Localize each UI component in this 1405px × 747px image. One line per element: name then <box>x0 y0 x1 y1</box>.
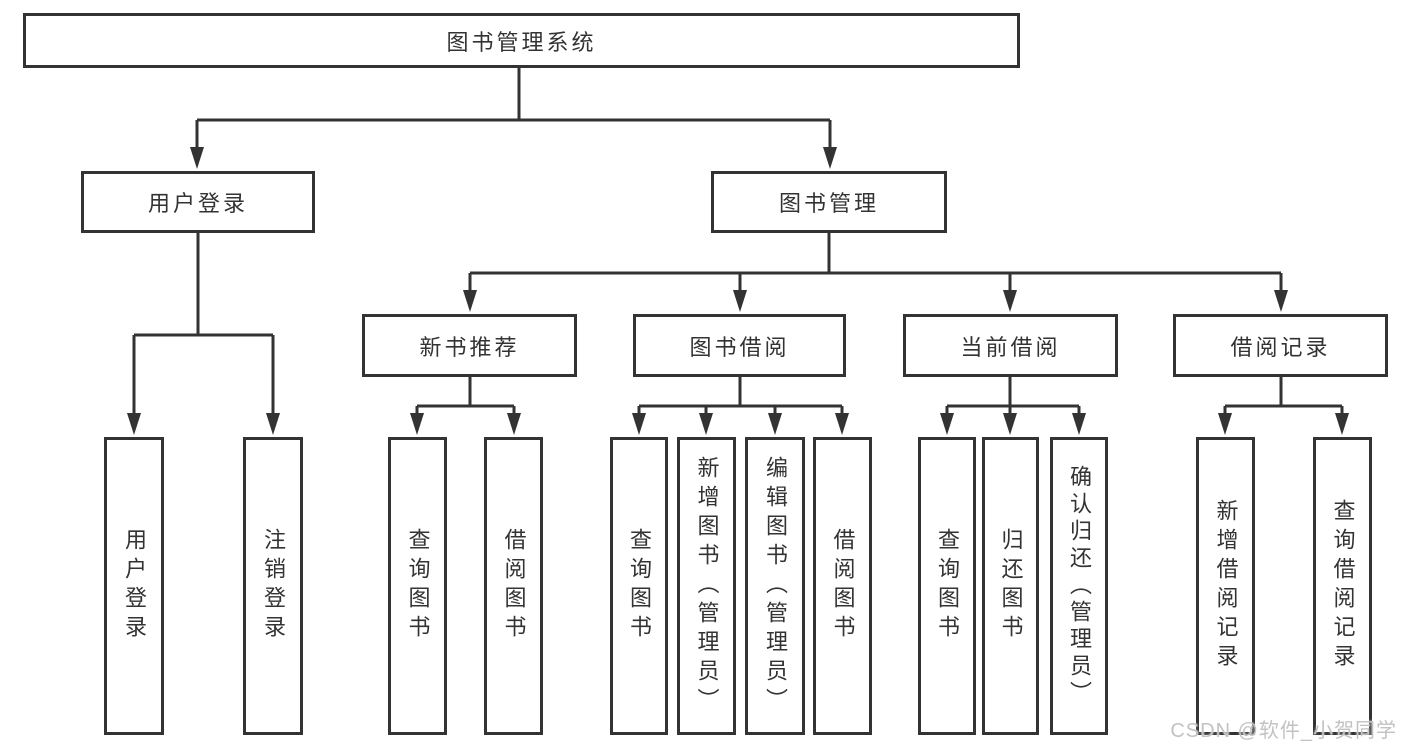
connector-current-borrow <box>940 377 1086 435</box>
node-leaf-return-books: 归还图书 <box>982 437 1039 735</box>
node-leaf-query-books-recommend: 查询图书 <box>388 437 447 735</box>
node-leaf-query-books-borrow: 查询图书 <box>610 437 668 735</box>
connector-new-book <box>410 377 521 435</box>
node-leaf-query-books-current: 查询图书 <box>918 437 976 735</box>
node-leaf-add-borrow-record: 新增借阅记录 <box>1196 437 1255 735</box>
node-leaf-borrow-books: 借阅图书 <box>813 437 872 735</box>
connector-borrow-records <box>1218 377 1349 435</box>
node-leaf-user-login: 用户登录 <box>104 437 164 735</box>
node-leaf-confirm-return-admin: 确认归还（管理员） <box>1050 437 1108 735</box>
node-book-borrowing: 图书借阅 <box>633 314 846 377</box>
node-leaf-add-books-admin: 新增图书（管理员） <box>677 437 736 735</box>
node-leaf-query-borrow-record: 查询借阅记录 <box>1313 437 1372 735</box>
node-book-management: 图书管理 <box>711 171 947 233</box>
node-user-login: 用户登录 <box>81 171 315 233</box>
node-new-book-recommend: 新书推荐 <box>362 314 577 377</box>
node-borrow-records: 借阅记录 <box>1173 314 1388 377</box>
csdn-watermark: CSDN @软件_小贺同学 <box>1170 720 1397 742</box>
node-leaf-edit-books-admin: 编辑图书（管理员） <box>745 437 805 735</box>
node-current-borrowing: 当前借阅 <box>903 314 1118 377</box>
node-leaf-borrow-books-recommend: 借阅图书 <box>484 437 543 735</box>
connector-book-borrow <box>632 377 849 435</box>
connector-root <box>190 68 837 169</box>
connector-user-login <box>127 233 280 435</box>
connector-book-management <box>463 233 1288 312</box>
node-leaf-logout: 注销登录 <box>243 437 303 735</box>
node-library-system: 图书管理系统 <box>23 13 1020 68</box>
